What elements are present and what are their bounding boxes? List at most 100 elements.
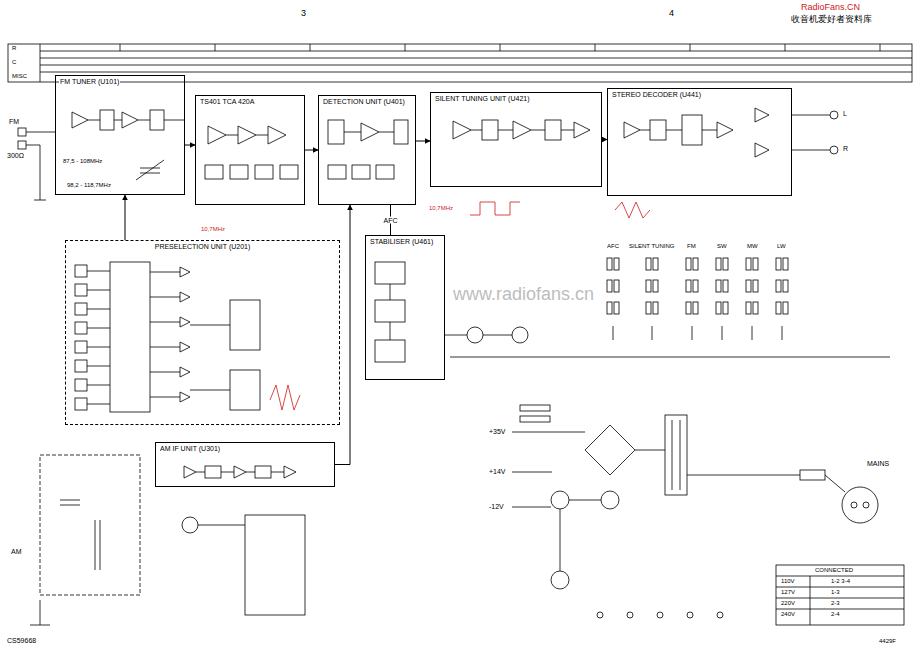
schematic-label: MW: [746, 243, 759, 250]
switch-contact: [753, 302, 758, 314]
connector-label: AFC: [383, 217, 399, 224]
signal-connector: [335, 205, 350, 465]
wire: [190, 390, 230, 391]
regulator-block: [375, 340, 405, 362]
aerial-terminal: [18, 141, 26, 149]
wire: [87, 404, 110, 405]
voltage-table: [776, 565, 904, 625]
resistor-symbol: [520, 405, 550, 411]
am-mixer-block: [245, 515, 305, 615]
table-rule: [785, 44, 786, 51]
sweep-waveform: [270, 385, 300, 410]
test-point: [717, 612, 723, 618]
wire: [226, 135, 238, 136]
test-point: [597, 612, 603, 618]
wire: [498, 130, 513, 131]
transistor-symbol: [551, 571, 569, 589]
parts-table: [8, 44, 912, 82]
wire: [150, 297, 180, 298]
switch-shaft: [652, 326, 653, 340]
schematic-label: 98,2 - 118,7MHz: [66, 182, 112, 189]
schematic-label: SILENT TUNING: [628, 243, 675, 250]
unit-box: DETECTION UNIT (U401): [318, 95, 416, 205]
wire: [531, 130, 545, 131]
wire: [150, 372, 180, 373]
preset-switch: [75, 284, 87, 296]
variable-arrow: [136, 160, 164, 180]
square-waveform: [470, 202, 520, 215]
wire: [390, 284, 391, 300]
plug-pin: [863, 502, 869, 508]
amplifier-symbol: [72, 112, 88, 128]
amplifier-symbol: [208, 126, 226, 144]
wire: [702, 130, 717, 131]
wire: [190, 325, 230, 326]
wire: [87, 347, 110, 348]
switch-contact: [614, 258, 619, 270]
table-rule: [405, 44, 406, 51]
unit-title: TS401 TCA 420A: [199, 98, 255, 106]
filter-symbol: [482, 120, 498, 140]
table-rule: [690, 44, 691, 51]
preset-switch: [75, 303, 87, 315]
bridge-rectifier: [585, 425, 635, 475]
amplifier-symbol: [184, 466, 196, 478]
aerial-terminal: [18, 128, 26, 136]
wire: [666, 130, 682, 131]
wire: [150, 347, 180, 348]
preset-switch: [75, 265, 87, 277]
filter-symbol: [255, 165, 273, 179]
decoder-symbol: [682, 115, 702, 145]
switch-contact: [783, 258, 788, 270]
filter-symbol: [545, 120, 561, 140]
table-rule: [310, 44, 311, 51]
schematic-label: CS59668: [6, 637, 37, 645]
wire: [87, 366, 110, 367]
filter-symbol: [376, 165, 394, 179]
wire: [221, 472, 234, 473]
switch-contact: [776, 302, 781, 314]
supply-rail: [450, 357, 890, 358]
wire: [87, 290, 110, 291]
amplifier-symbol: [122, 112, 138, 128]
wire: [512, 472, 552, 473]
unit-box: STABILISER (U461): [365, 235, 445, 380]
unit-title: STABILISER (U461): [369, 238, 434, 246]
amplifier-symbol: [284, 466, 296, 478]
wire: [445, 335, 467, 336]
wire: [87, 328, 110, 329]
switch-contact: [614, 280, 619, 292]
unit-title: PRESELECTION UNIT (U201): [154, 243, 252, 251]
unit-title: AM IF UNIT (U301): [159, 445, 221, 453]
unit-box: SILENT TUNING UNIT (U421): [430, 92, 602, 187]
switch-shaft: [782, 326, 783, 340]
schematic-label: SW: [716, 243, 728, 250]
unit-title: SILENT TUNING UNIT (U421): [434, 95, 531, 103]
unit-box: PRESELECTION UNIT (U201): [65, 240, 340, 425]
unit-title: FM TUNER (U101): [59, 78, 120, 86]
amplifier-symbol: [180, 392, 190, 402]
schematic-label: C: [11, 59, 17, 66]
wire: [26, 132, 55, 133]
wire: [87, 385, 110, 386]
switch-contact: [776, 280, 781, 292]
unit-title: STEREO DECODER (U441): [611, 91, 702, 99]
switch-contact: [746, 258, 751, 270]
switch-contact: [716, 302, 721, 314]
table-rule: [776, 609, 904, 610]
switch-contact: [783, 280, 788, 292]
schematic-label: +14V: [488, 468, 507, 476]
transformer-winding: [672, 420, 673, 490]
unit-box: FM TUNER (U101): [55, 75, 185, 195]
preset-switch: [75, 398, 87, 410]
table-rule: [880, 44, 881, 51]
switch-contact: [607, 258, 612, 270]
fuse-symbol: [800, 470, 825, 480]
transistor-symbol: [182, 517, 198, 533]
filter-symbol: [100, 110, 114, 130]
switch-contact: [646, 258, 651, 270]
switch-contact: [693, 302, 698, 314]
schematic-label: FM: [8, 118, 20, 126]
mains-transformer: [665, 415, 687, 495]
wire: [687, 475, 800, 476]
